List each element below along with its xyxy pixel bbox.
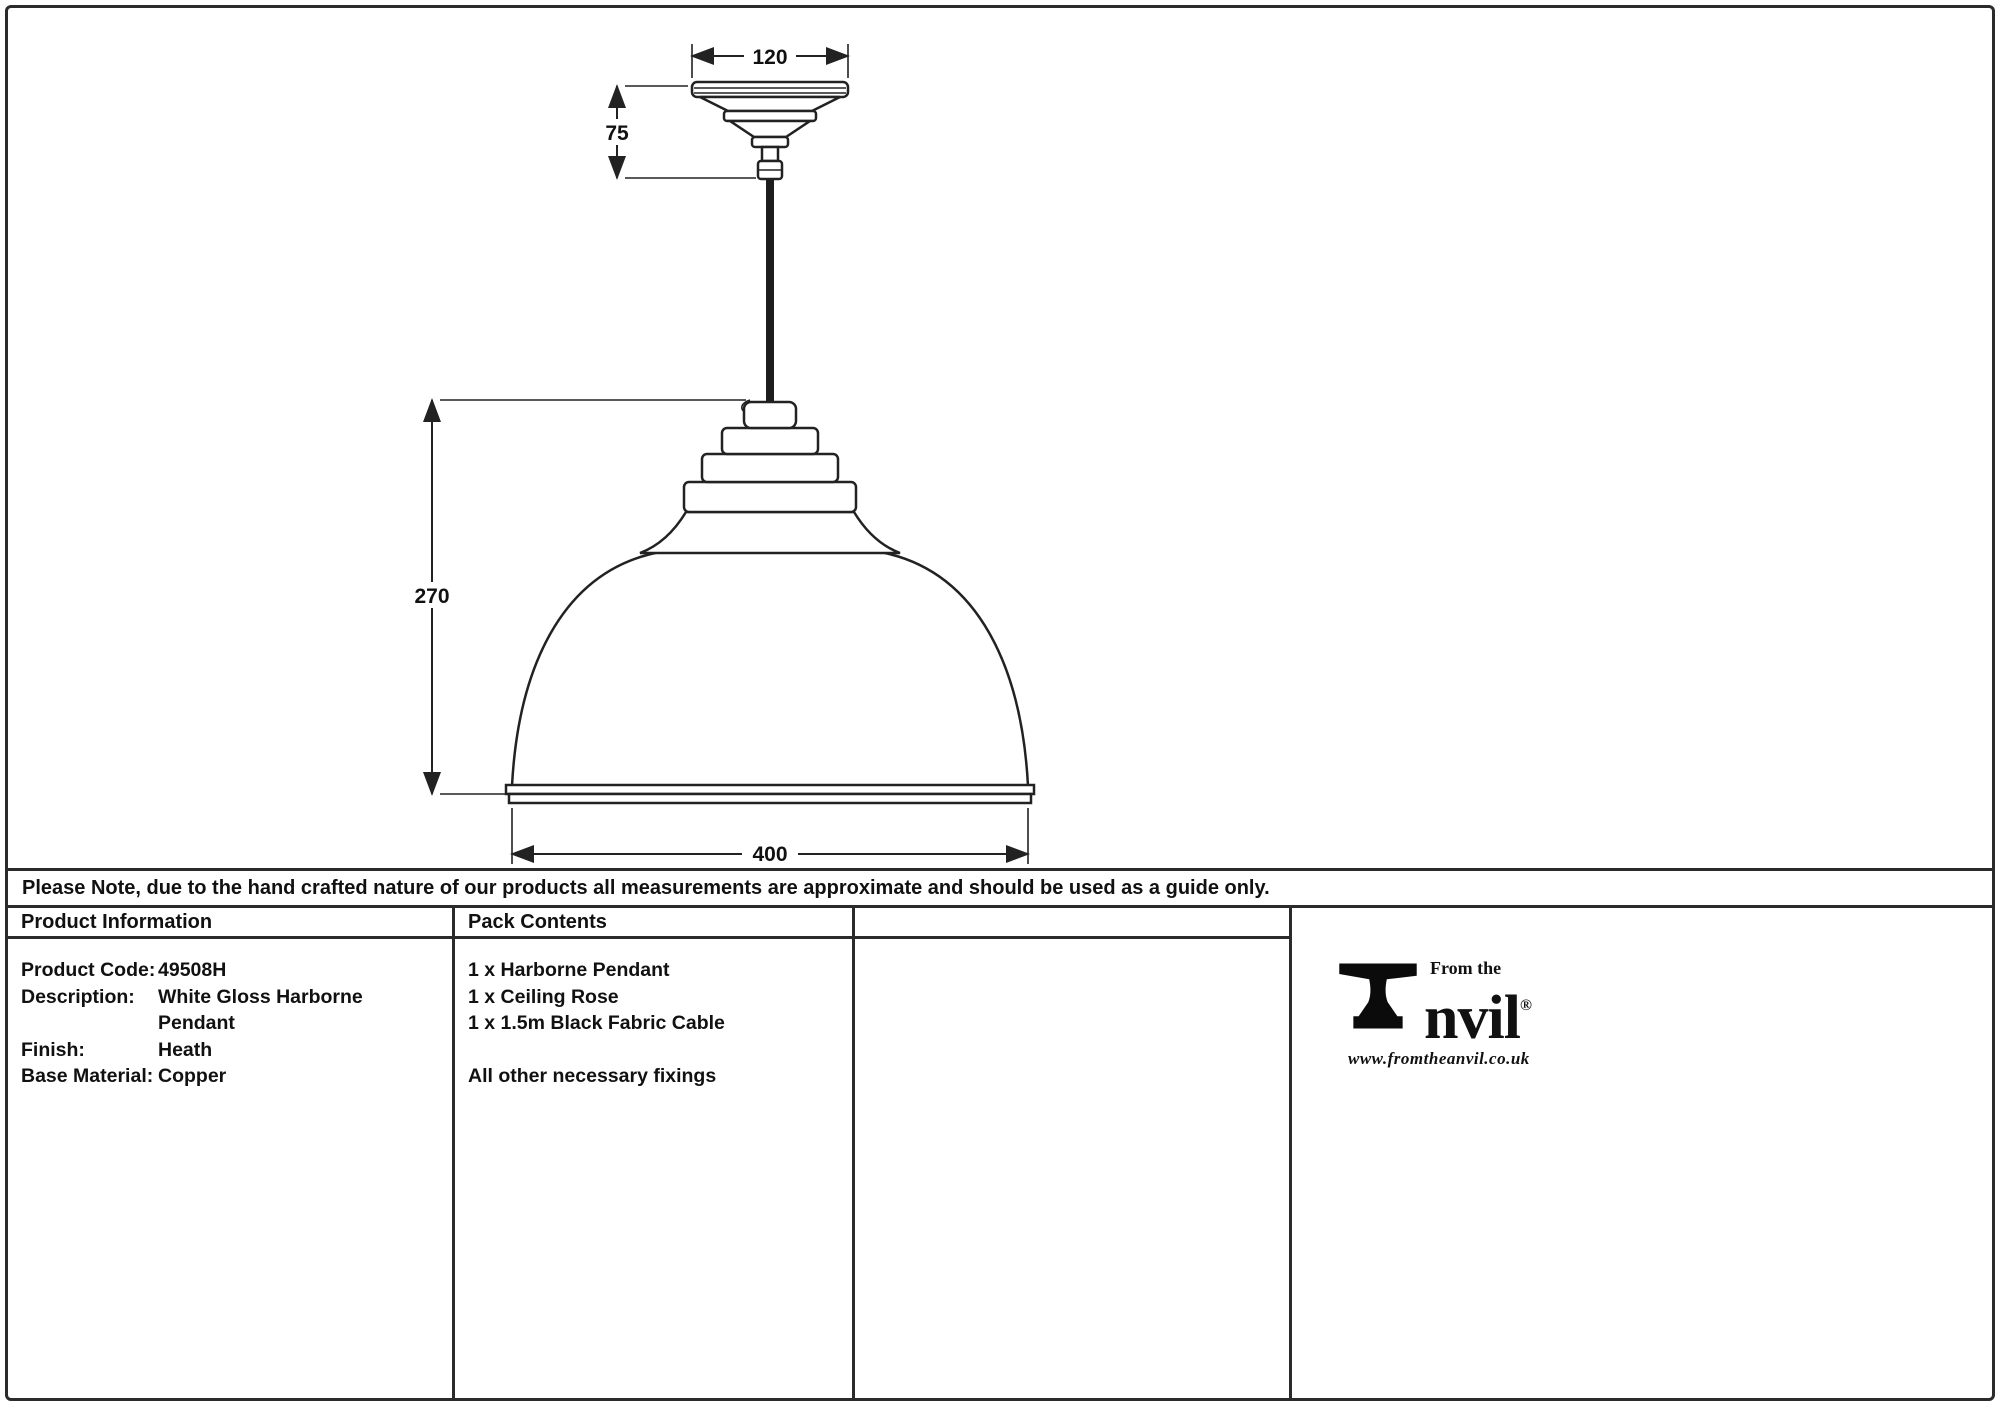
empty-column xyxy=(855,908,1292,1398)
table-row: Finish: Heath xyxy=(21,1037,440,1064)
pack-contents-header: Pack Contents xyxy=(455,908,852,939)
dim-label-shade-width: 400 xyxy=(752,843,787,866)
description-value: White Gloss Harborne Pendant xyxy=(158,985,363,1035)
pack-contents-footer: All other necessary fixings xyxy=(468,1064,717,1087)
logo-prefix: From the xyxy=(1430,958,1502,978)
dimension-rose-width xyxy=(690,42,850,78)
anvil-icon xyxy=(1339,963,1417,1029)
base-material-value: Copper xyxy=(158,1065,227,1087)
dim-label-rose-width: 120 xyxy=(752,46,787,69)
shade-drawing xyxy=(504,550,1036,805)
logo-name-suffix: nvil xyxy=(1424,984,1521,1052)
list-item: 1 x 1.5m Black Fabric Cable xyxy=(468,1012,725,1034)
lamp-holder-drawing xyxy=(504,399,1036,805)
table-row: Description: White Gloss Harborne Pendan… xyxy=(21,984,440,1037)
spec-table: Product Information Product Code: 49508H… xyxy=(8,905,1992,1398)
technical-drawing-area: 120 75 270 400 xyxy=(8,8,1992,868)
cable-drawing xyxy=(766,178,774,406)
dim-label-rose-height: 75 xyxy=(605,122,629,145)
logo-name: nvil® xyxy=(1424,979,1532,1049)
table-row: Base Material: Copper xyxy=(21,1063,440,1090)
empty-column-header xyxy=(855,908,1289,939)
page-frame: 120 75 270 400 Please Note, due to the h… xyxy=(5,5,1995,1401)
product-info-column: Product Information Product Code: 49508H… xyxy=(8,908,455,1398)
ceiling-rose-drawing xyxy=(690,80,850,181)
dimension-shade-width xyxy=(510,808,1030,866)
product-info-header: Product Information xyxy=(8,908,452,939)
product-info-body: Product Code: 49508H Description: White … xyxy=(8,939,452,1090)
list-item: 1 x Ceiling Rose xyxy=(468,985,619,1008)
base-material-label: Base Material: xyxy=(21,1065,154,1087)
product-code-value: 49508H xyxy=(158,959,227,981)
from-the-anvil-logo: From the nvil® www.fromtheanvil.co.uk xyxy=(1334,956,1992,1069)
pendant-technical-drawing: 120 75 270 400 xyxy=(404,42,1036,866)
dimension-rose-height xyxy=(594,84,756,180)
list-item: 1 x Harborne Pendant xyxy=(468,959,670,981)
measurement-note: Please Note, due to the hand crafted nat… xyxy=(8,868,1992,905)
logo-column: From the nvil® www.fromtheanvil.co.uk xyxy=(1292,908,1992,1398)
finish-value: Heath xyxy=(158,1038,213,1061)
description-label: Description: xyxy=(21,985,135,1008)
dim-label-pendant-height: 270 xyxy=(414,585,449,608)
pack-contents-column: Pack Contents 1 x Harborne Pendant 1 x C… xyxy=(455,908,855,1398)
registered-mark: ® xyxy=(1519,997,1532,1014)
dimension-pendant-height xyxy=(404,398,746,796)
finish-label: Finish: xyxy=(21,1038,85,1061)
pack-contents-body: 1 x Harborne Pendant 1 x Ceiling Rose 1 … xyxy=(455,939,852,1089)
table-row: Product Code: 49508H xyxy=(21,957,440,984)
logo-url: www.fromtheanvil.co.uk xyxy=(1348,1049,1530,1068)
product-code-label: Product Code: xyxy=(21,959,156,981)
